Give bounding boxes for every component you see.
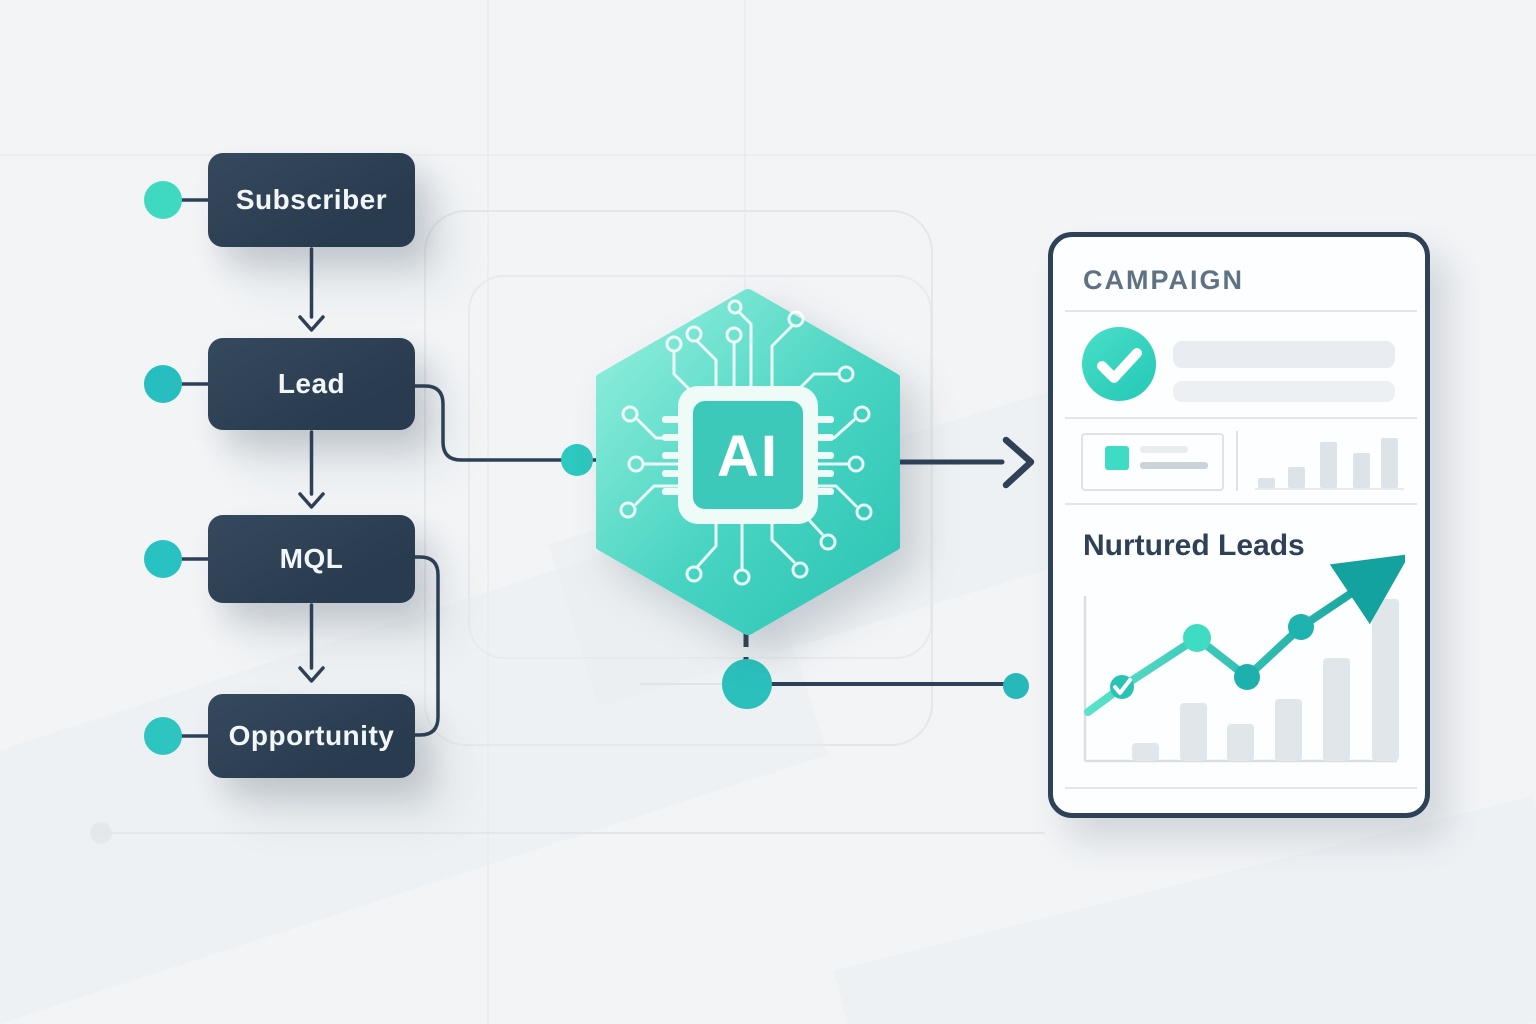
- chart-bar: [1275, 699, 1302, 761]
- stage-dot-subscriber: [144, 181, 182, 219]
- mini-panel-swatch: [1105, 446, 1129, 470]
- stage-dot-mql: [144, 540, 182, 578]
- stage-subscriber-label: Subscriber: [235, 184, 388, 215]
- stage-dot-lead: [144, 365, 182, 403]
- mini-chart-bar: [1258, 478, 1275, 488]
- stage-lead: Lead: [208, 338, 415, 430]
- placeholder-line-2: [1173, 381, 1395, 402]
- bg-faint-line-bottom: [100, 832, 1045, 834]
- stage-dot-opportunity: [144, 717, 182, 755]
- mini-chart-bar: [1353, 453, 1370, 488]
- ai-label: AI: [717, 424, 779, 489]
- check-badge: [1082, 327, 1156, 401]
- mini-bar-chart: [1255, 438, 1404, 490]
- arrowhead-lead-to-mql-icon: [298, 492, 325, 509]
- arrowhead-mql-to-opportunity-icon: [298, 666, 325, 683]
- bg-rounded-outline-small: [468, 275, 932, 659]
- chip-body: [693, 401, 803, 509]
- mini-panel-line-2: [1140, 462, 1208, 469]
- bg-faint-dot: [90, 822, 112, 844]
- mini-panel-line-1: [1140, 446, 1188, 453]
- trend-marker: [1234, 664, 1260, 690]
- chart-bar: [1323, 658, 1350, 761]
- card-title: CAMPAIGN: [1083, 265, 1244, 295]
- arrowhead-subscriber-to-lead-icon: [298, 315, 325, 332]
- nurtured-leads-chart: [1083, 554, 1405, 763]
- placeholder-line-1: [1173, 341, 1395, 368]
- check-icon: [1097, 348, 1142, 383]
- bg-gridline-vertical-1: [487, 0, 489, 1024]
- chip-pins: [662, 416, 834, 495]
- stage-mql-label: MQL: [279, 543, 344, 574]
- stage-opportunity: Opportunity: [208, 694, 415, 778]
- node-dot-bottom-large: [722, 659, 772, 709]
- mini-summary-panel: [1081, 433, 1224, 491]
- trend-marker: [1288, 614, 1314, 640]
- connector-lead-to-ai: [413, 384, 603, 462]
- ai-hexagon-icon: AI: [595, 289, 901, 635]
- node-dot-lead-ai: [561, 444, 593, 476]
- widget-divider: [1236, 431, 1238, 491]
- ai-chip-icon: AI: [662, 386, 834, 524]
- node-dot-bottom-small: [1003, 673, 1029, 699]
- ai-node: AI: [595, 288, 901, 636]
- campaign-card: CAMPAIGN Nurtured Leads: [1048, 232, 1430, 818]
- mini-chart-bar: [1381, 438, 1398, 488]
- card-divider-4: [1065, 787, 1417, 789]
- bg-gridline-vertical-2: [744, 0, 746, 292]
- chart-bar: [1227, 724, 1254, 761]
- card-divider-2: [1065, 417, 1417, 419]
- mini-chart-bar: [1288, 467, 1305, 488]
- bg-rounded-outline-large: [424, 210, 933, 746]
- arrowhead-ai-to-card-icon: [1002, 436, 1035, 489]
- card-divider-1: [1065, 310, 1417, 312]
- chart-bar: [1132, 743, 1159, 761]
- connector-mql-to-opportunity-bracket: [413, 555, 440, 737]
- stage-mql: MQL: [208, 515, 415, 603]
- bg-gridline-horizontal: [0, 154, 1536, 156]
- chart-bar: [1372, 599, 1399, 761]
- stage-subscriber: Subscriber: [208, 153, 415, 247]
- trend-marker: [1183, 624, 1211, 652]
- card-divider-3: [1065, 503, 1417, 505]
- stage-lead-label: Lead: [277, 368, 346, 399]
- stage-opportunity-label: Opportunity: [228, 720, 395, 751]
- bg-faint-line-mid: [640, 683, 724, 685]
- chart-bar: [1180, 703, 1207, 761]
- mini-chart-bar: [1320, 442, 1337, 488]
- section-title: Nurtured Leads: [1083, 529, 1305, 562]
- trend-marker-check-icon: [1113, 678, 1132, 695]
